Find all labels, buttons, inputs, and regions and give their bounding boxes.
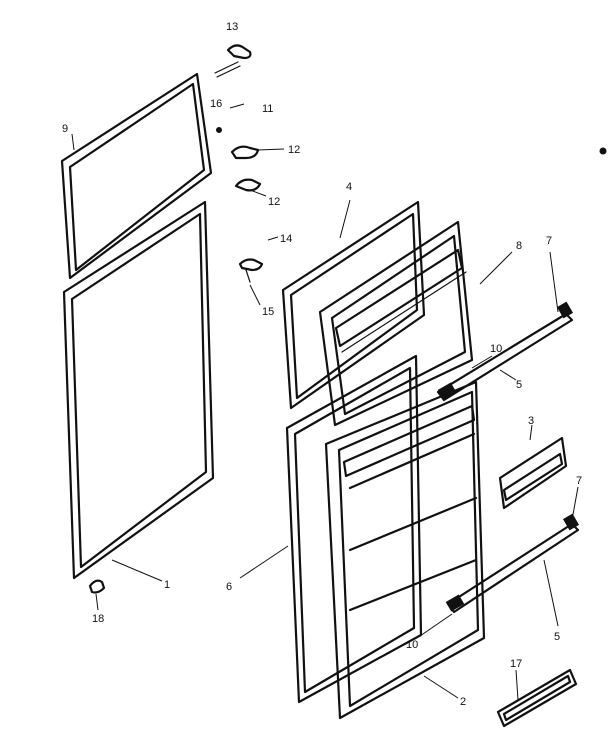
callout-10-lower: 10	[406, 639, 418, 651]
callout-1: 1	[164, 579, 170, 591]
upper-shelf-rail	[436, 301, 574, 402]
fresh-food-inner-door	[324, 380, 486, 720]
callout-16: 16	[210, 98, 222, 110]
lower-shelf-rail	[445, 513, 580, 614]
callout-6: 6	[226, 581, 232, 593]
fresh-food-door-gasket	[62, 200, 215, 580]
callout-3: 3	[528, 415, 534, 427]
callout-5-upper: 5	[516, 379, 522, 391]
freezer-inner-door	[318, 220, 474, 427]
callout-12-upper: 12	[288, 144, 300, 156]
callout-4: 4	[346, 181, 352, 193]
callout-9: 9	[62, 123, 68, 135]
screw-dot	[599, 147, 607, 155]
leader-lines	[71, 103, 579, 701]
callout-14: 14	[280, 233, 292, 245]
hinge-12-lower	[234, 178, 262, 192]
callout-15: 15	[262, 306, 274, 318]
callout-2: 2	[460, 696, 466, 708]
callout-12-lower: 12	[268, 196, 280, 208]
freezer-door-liner-gasket	[281, 200, 426, 410]
callout-10-upper: 10	[490, 343, 502, 355]
callout-13: 13	[226, 21, 238, 33]
callout-18: 18	[92, 613, 104, 625]
hinge-15	[238, 258, 264, 272]
hinge-12-upper	[230, 145, 260, 160]
callout-11: 11	[262, 103, 273, 115]
freezer-door-gasket	[60, 72, 213, 280]
screw-16	[216, 127, 222, 133]
small-shelf-bin	[498, 436, 568, 510]
callout-7-upper: 7	[546, 235, 552, 247]
clip-18	[88, 579, 106, 594]
hinge-parts	[214, 44, 264, 283]
dairy-tray	[496, 668, 578, 728]
callout-8: 8	[516, 240, 522, 252]
callout-5-lower: 5	[554, 631, 560, 643]
callout-17: 17	[510, 658, 522, 670]
hinge-13	[226, 44, 252, 60]
callout-labels: 13 16 11 9 12 12 14 15 4 8 7 10 5 3 7 6 …	[62, 21, 582, 708]
callout-7-lower: 7	[576, 475, 582, 487]
